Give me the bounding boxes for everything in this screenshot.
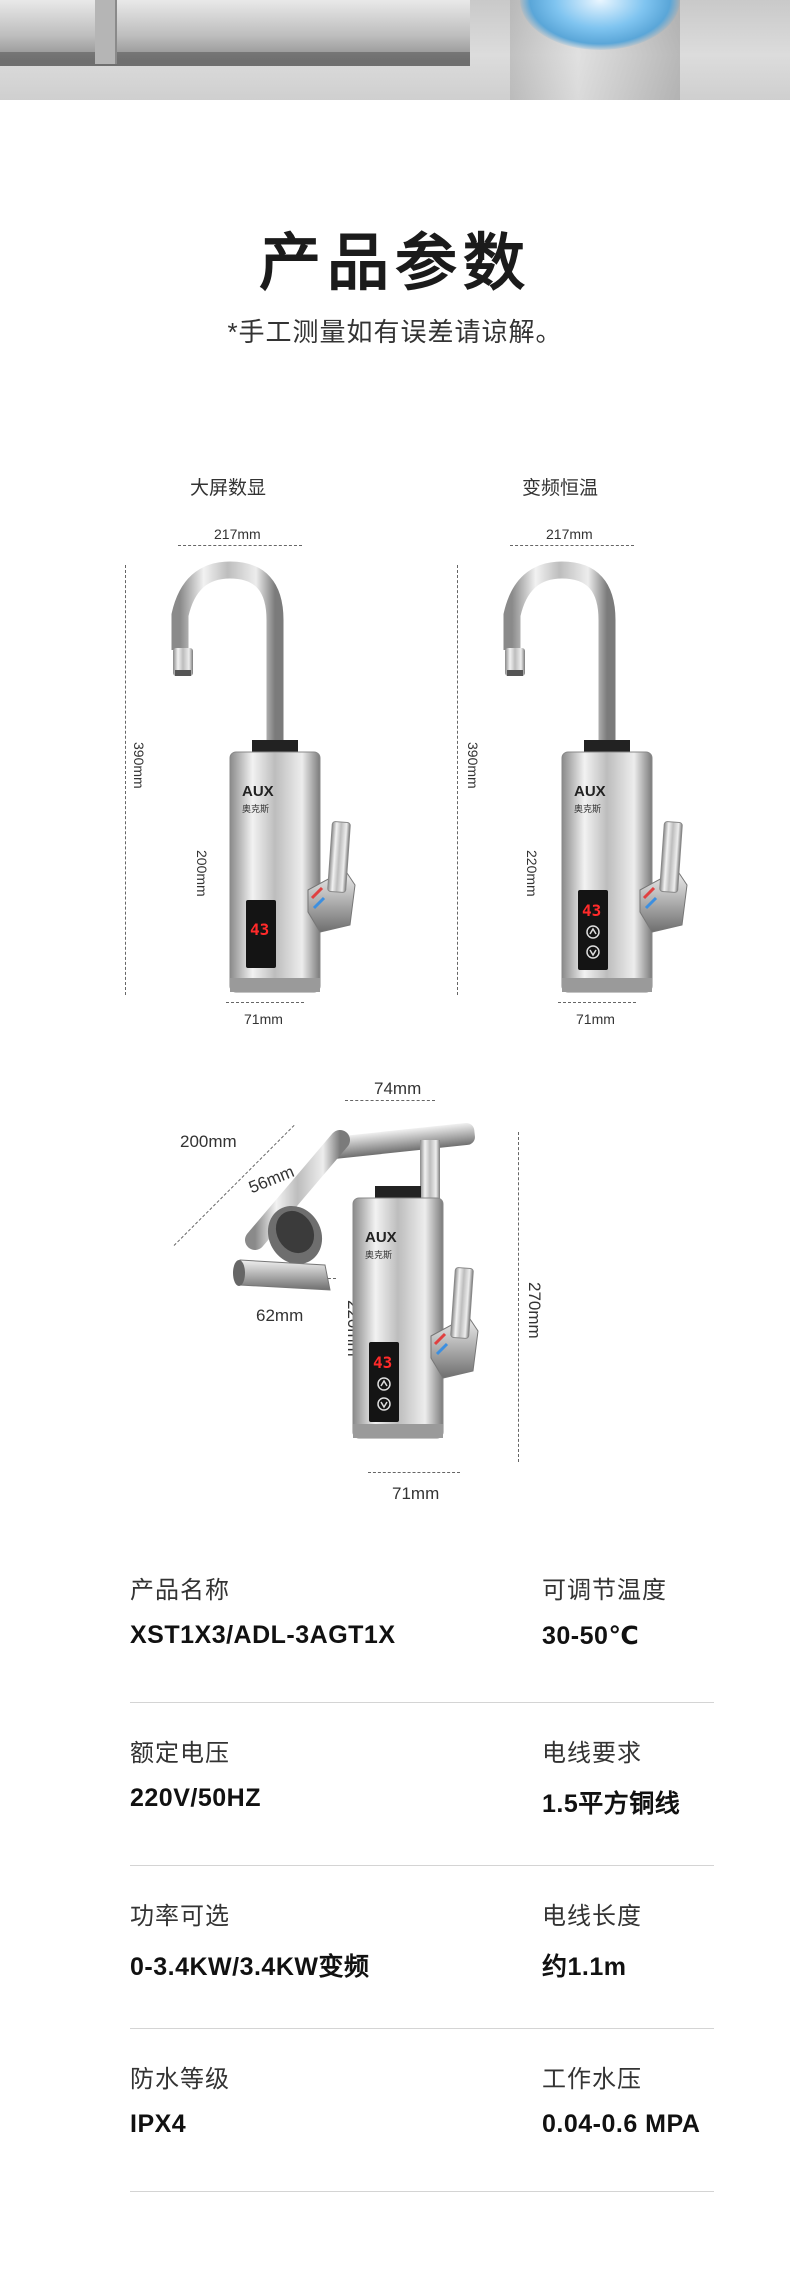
dim-line-height-left <box>125 565 126 995</box>
dim-top: 74mm <box>374 1079 422 1098</box>
section-title: 产品参数 <box>258 229 531 298</box>
spec-cell: 产品名称 XST1X3/ADL-3AGT1X <box>130 1570 396 1650</box>
dim-base-right: 71mm <box>576 1011 615 1027</box>
faucet-variable-frequency-illustration: AUX 奥克斯 43 <box>503 561 688 993</box>
spec-cell: 电线要求 1.5平方铜线 <box>542 1733 680 1820</box>
dim-arm: 200mm <box>180 1132 237 1151</box>
spec-row: 防水等级 IPX4 工作水压 0.04-0.6 MPA <box>130 2029 714 2192</box>
dim-line-base-right <box>558 1002 636 1003</box>
dim-line-total-height <box>518 1132 519 1462</box>
spec-value: 30-50℃ <box>542 1622 640 1650</box>
spec-row: 功率可选 0-3.4KW/3.4KW变频 电线长度 约1.1m <box>130 1866 714 2029</box>
spec-label: 可调节温度 <box>542 1577 667 1604</box>
dim-width-left: 217mm <box>214 526 261 542</box>
spec-table: 产品名称 XST1X3/ADL-3AGT1X 可调节温度 30-50℃ 额定电压… <box>130 1540 714 2192</box>
temperature-display: 43 <box>250 920 269 939</box>
faucet-rotating-spout-illustration: AUX 奥克斯 43 <box>233 1123 479 1439</box>
spec-value: IPX4 <box>130 2110 187 2138</box>
spec-label: 额定电压 <box>130 1740 230 1767</box>
spec-label: 功率可选 <box>130 1903 230 1930</box>
spec-cell: 工作水压 0.04-0.6 MPA <box>542 2059 700 2139</box>
faucet-large-display-illustration: AUX 奥克斯 43 <box>171 561 356 993</box>
up-button-icon <box>377 1377 391 1391</box>
spec-label: 防水等级 <box>130 2066 230 2093</box>
spec-value: 0.04-0.6 MPA <box>542 2110 701 2138</box>
dim-line-width-right <box>510 545 634 546</box>
dim-width-right: 217mm <box>546 526 593 542</box>
caption-variable-frequency: 变频恒温 <box>522 478 599 499</box>
spec-label: 电线要求 <box>542 1740 642 1767</box>
dim-line-base-left <box>226 1002 304 1003</box>
spec-value: 220V/50HZ <box>130 1784 261 1812</box>
temperature-display: 43 <box>373 1353 392 1372</box>
dim-total-height: 270mm <box>525 1282 544 1339</box>
spec-value: XST1X3/ADL-3AGT1X <box>130 1621 396 1649</box>
spec-cell: 电线长度 约1.1m <box>542 1896 642 1983</box>
up-button-icon <box>586 925 600 939</box>
down-button-icon <box>377 1397 391 1411</box>
hero-bracket <box>95 0 117 64</box>
measurement-note: *手工测量如有误差请谅解。 <box>227 317 563 347</box>
brand-logo: AUX <box>242 783 274 800</box>
brand-logo: AUX <box>365 1229 397 1246</box>
spec-row: 额定电压 220V/50HZ 电线要求 1.5平方铜线 <box>130 1703 714 1866</box>
brand-sub-logo: 奥克斯 <box>365 1249 392 1261</box>
caption-large-display: 大屏数显 <box>190 478 267 499</box>
brand-logo: AUX <box>574 783 606 800</box>
dim-height-left: 390mm <box>131 742 147 789</box>
hero-shelf-edge <box>0 52 470 60</box>
spec-label: 电线长度 <box>542 1903 642 1930</box>
dim-spout: 62mm <box>256 1306 304 1325</box>
dim-line-top <box>345 1100 435 1101</box>
dim-base-rotated: 71mm <box>392 1484 440 1503</box>
spec-cell: 额定电压 220V/50HZ <box>130 1733 261 1813</box>
spec-value: 0-3.4KW/3.4KW变频 <box>130 1953 370 1981</box>
hero-photo <box>0 0 790 100</box>
spec-value: 1.5平方铜线 <box>542 1790 681 1818</box>
spec-cell: 防水等级 IPX4 <box>130 2059 230 2139</box>
spec-row: 产品名称 XST1X3/ADL-3AGT1X 可调节温度 30-50℃ <box>130 1540 714 1703</box>
spec-label: 工作水压 <box>542 2066 642 2093</box>
temperature-display: 43 <box>582 901 601 920</box>
brand-sub-logo: 奥克斯 <box>574 803 601 815</box>
dim-line-base-rotated <box>368 1472 460 1473</box>
spec-cell: 可调节温度 30-50℃ <box>542 1570 667 1651</box>
dim-line-width-left <box>178 545 302 546</box>
dim-line-height-right <box>457 565 458 995</box>
spec-value: 约1.1m <box>542 1953 627 1981</box>
spec-label: 产品名称 <box>130 1577 230 1604</box>
dim-height-right: 390mm <box>465 742 481 789</box>
dim-base-left: 71mm <box>244 1011 283 1027</box>
spec-cell: 功率可选 0-3.4KW/3.4KW变频 <box>130 1896 369 1983</box>
down-button-icon <box>586 945 600 959</box>
brand-sub-logo: 奥克斯 <box>242 803 269 815</box>
